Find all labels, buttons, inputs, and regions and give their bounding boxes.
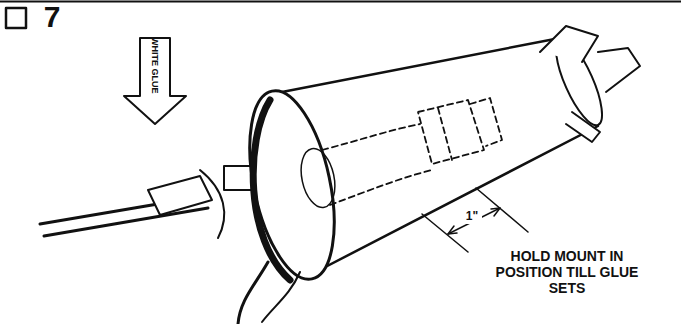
dimension-line bbox=[448, 208, 500, 234]
fin bbox=[540, 26, 598, 62]
glue-label: WHITE GLUE bbox=[150, 20, 160, 110]
engine-mount-hidden bbox=[322, 98, 502, 205]
fin bbox=[598, 48, 640, 92]
tube-opening bbox=[235, 83, 349, 287]
wire bbox=[262, 272, 300, 322]
paper-curl bbox=[200, 170, 224, 238]
instruction-note: HOLD MOUNT IN POSITION TILL GLUE SETS bbox=[492, 248, 642, 296]
tube-wall bbox=[253, 100, 290, 280]
paper-tab bbox=[148, 176, 212, 215]
mount-ring bbox=[296, 145, 340, 210]
wire bbox=[238, 262, 268, 324]
top-rule bbox=[0, 1, 681, 3]
dimension-arrowheads bbox=[448, 208, 500, 234]
step-number: 7 bbox=[32, 0, 72, 35]
check-box bbox=[6, 8, 26, 28]
extension-line bbox=[422, 188, 528, 252]
dimension-label: 1" bbox=[462, 210, 482, 224]
fin bbox=[566, 112, 600, 142]
